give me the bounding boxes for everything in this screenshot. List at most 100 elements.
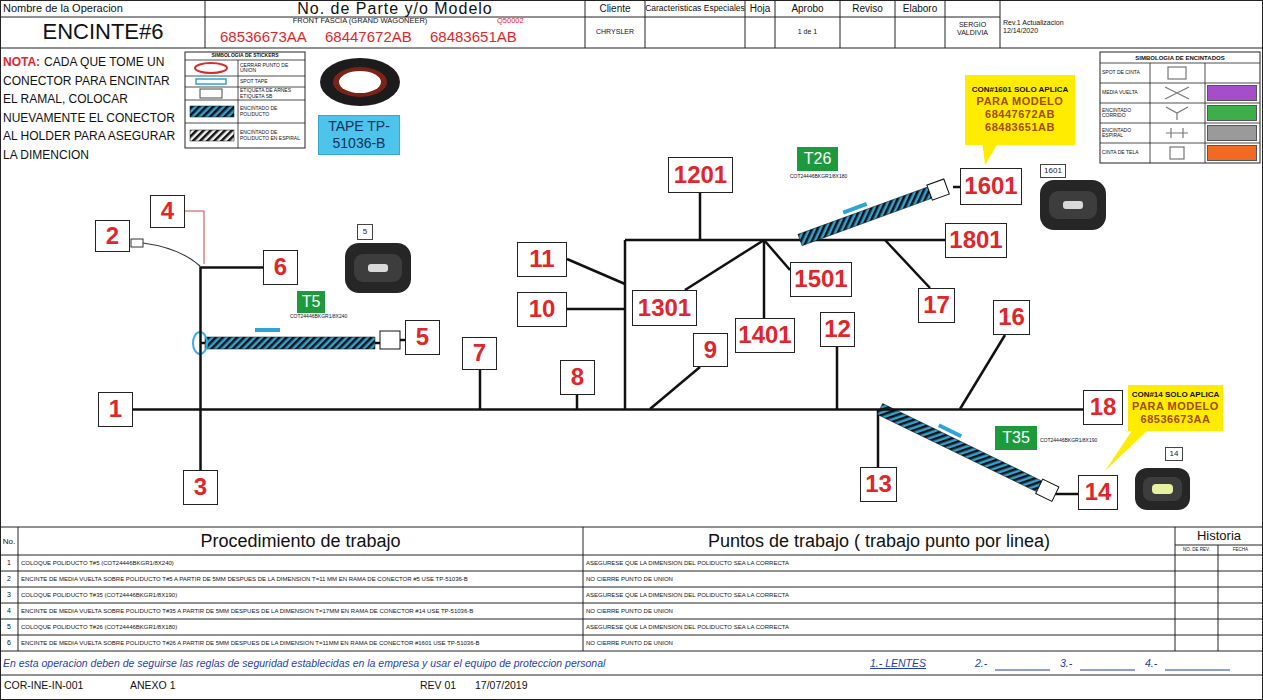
legend-text: CERRAR PUNTO DE UNION [240, 60, 303, 76]
tape-roll [320, 58, 400, 106]
connector-face [1049, 191, 1097, 219]
callout-pointer [1105, 426, 1152, 471]
table-cell: NO CIERRE PUNTO DE UNION [586, 603, 1171, 619]
node-text: 1801 [949, 227, 1002, 253]
table-cell: 4 [0, 603, 18, 619]
callout-number: 11 [517, 242, 567, 277]
connector-body [345, 243, 411, 293]
legend-slot: CERRAR PUNTO DE UNION [240, 60, 303, 76]
callout-text: PARA MODELO 68536673AA [1131, 400, 1220, 426]
grid-line [0, 571, 1263, 572]
label-slot: Q50002 [497, 17, 542, 26]
connector-body [1135, 468, 1190, 510]
label-slot: Caracteristicas Especiales [645, 4, 745, 14]
legend-slot: ETIQUETA DE ARNES ETIQUETA SB [240, 87, 303, 100]
callout-text: PARA MODELO 68447672AB 68483651AB [968, 95, 1072, 135]
harness-branch [567, 259, 625, 284]
taping-icon [1165, 87, 1189, 99]
table-cell: ENCINTE DE MEDIA VUELTA SOBRE POLIDUCTO … [21, 635, 579, 651]
connector-end [380, 331, 400, 349]
callout-number: 1201 [668, 157, 733, 193]
harness-branch [479, 370, 482, 409]
blank-line [1080, 670, 1135, 671]
sticker-legend-box [185, 52, 305, 148]
grid-line [0, 48, 1263, 49]
legend-text: ETIQUETA DE ARNES ETIQUETA SB [240, 87, 303, 100]
tape-roll-core [333, 67, 387, 97]
node-text: 1601 [964, 173, 1017, 199]
label-slot: ANEXO 1 [130, 679, 176, 691]
sticker-sample [190, 106, 234, 117]
grid-line [583, 527, 584, 651]
tape-tag: T5 [297, 291, 325, 313]
callout-number: 10 [517, 292, 567, 327]
sticker-sample [200, 89, 222, 98]
connector-latch [1063, 201, 1083, 209]
document-code: ANEXO 1 [130, 679, 176, 691]
callout-number: 6 [263, 250, 298, 285]
table-cell: 2 [0, 571, 18, 587]
legend-slot: ENCINTADO DE POLIDUCTO [240, 100, 303, 123]
label-slot: Historia [1175, 527, 1263, 545]
label-slot: Procedimiento de trabajo [18, 527, 583, 555]
legend-frame [1100, 52, 1260, 163]
safety-note: 4.- [1145, 657, 1157, 669]
callout-number: 1401 [735, 318, 795, 353]
header-grid [0, 0, 1263, 48]
grid-line [0, 527, 1263, 528]
callout-number: 1601 [960, 168, 1022, 205]
node-text: 1 [109, 396, 122, 422]
node-text: T35 [1002, 429, 1030, 447]
node-text: 5 [363, 228, 367, 237]
label-slot: COT24446BKGR1/8X240 [290, 314, 370, 320]
legend-text: SPOT TAPE [240, 76, 303, 87]
label-slot: ENCINTE DE MEDIA VUELTA SOBRE POLIDUCTO … [21, 603, 579, 619]
label-slot: 68536673AA [220, 28, 320, 45]
note-block: NOTA:CADA QUE TOME UN CONECTOR PARA ENCI… [3, 53, 183, 165]
node-text: 1501 [794, 266, 847, 292]
model-callout: CON#1601 SOLO APLICAPARA MODELO 68447672… [965, 75, 1075, 145]
legend-swatch [1207, 105, 1257, 121]
harness-branch [699, 193, 702, 240]
node-text: 16 [998, 304, 1025, 330]
harness-branch [625, 239, 945, 242]
table-cell: 5 [0, 619, 18, 635]
grid-line [1100, 83, 1260, 84]
label-slot: En esta operacion deben de seguirse las … [3, 657, 605, 669]
legend-slot: SPOT DE CINTA [1102, 63, 1149, 83]
node-text: T5 [302, 293, 321, 311]
label-slot: 1 de 1 [775, 28, 840, 36]
connector-latch [1152, 484, 1173, 494]
safety-note: 3.- [1060, 657, 1072, 669]
label-slot: Puntos de trabajo ( trabajo punto por li… [583, 527, 1175, 555]
model-callout: CON#14 SOLO APLICAPARA MODELO 68536673AA [1128, 385, 1223, 431]
header-label: Caracteristicas Especiales [645, 4, 745, 14]
label-slot: SIMBOLOGIA DE STICKERS [186, 53, 304, 59]
callout-number: 7 [462, 337, 497, 370]
grid-line [0, 675, 1263, 676]
label-slot: FECHA [1218, 545, 1263, 555]
label-slot: 4 [0, 603, 18, 619]
polyduct-tape-group [877, 399, 1061, 501]
signature-lines [995, 670, 1230, 671]
table-cell: COLOQUE POLIDUCTO T#26 (COT24446BKGR1/8X… [21, 619, 579, 635]
connector-id-box: 14 [1165, 447, 1183, 461]
harness-branch [836, 347, 839, 409]
label-slot: No. de Parte y/o Modelo [205, 0, 585, 18]
document-code: COR-INE-IN-001 [4, 679, 83, 691]
label-slot: 2.- [975, 657, 987, 669]
header-value: 1 de 1 [775, 28, 840, 36]
label-slot: COT24446BKGR1/8X180 [790, 174, 870, 180]
callout-number: 9 [693, 333, 728, 367]
polyduct-tape [798, 187, 932, 246]
thin-wire [185, 211, 204, 264]
legend-text: ENCINTADO ESPIRAL [1102, 123, 1149, 143]
node-text: T26 [804, 150, 832, 168]
safety-note: 1.- LENTES [870, 657, 926, 669]
tape-code: COT24446BKGR1/8X190 [1040, 438, 1120, 444]
grid-line [1175, 545, 1263, 546]
node-text: 17 [923, 292, 950, 318]
blank-line [1165, 670, 1230, 671]
label-slot: CHRYSLER [585, 28, 645, 36]
